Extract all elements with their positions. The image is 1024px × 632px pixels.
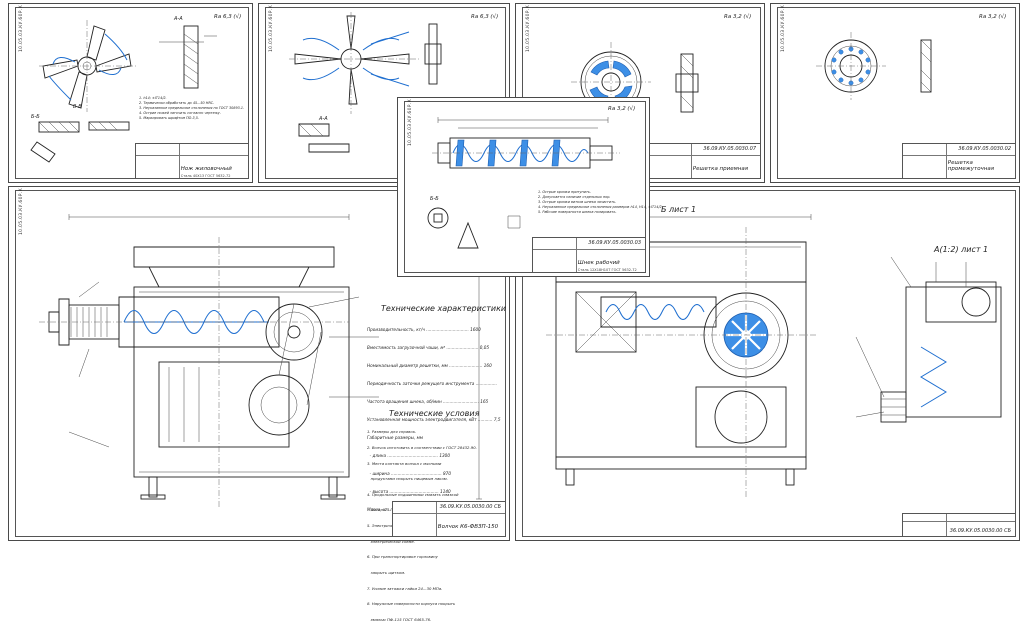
roughness-mark: Ra 6,3 (√) — [471, 14, 499, 20]
condition-line: эмалью ПФ-115 ГОСТ 6465-76. — [367, 616, 432, 622]
drawing-code: 36.09.КУ.05.0030.07 — [703, 146, 756, 152]
spec-line: Установленная мощность электродвигателя,… — [367, 417, 501, 422]
part-title: Шнек рабочий — [577, 260, 620, 266]
spec-line: Периодичность заточки режущего инструмен… — [367, 381, 497, 386]
part-title: Нож жиловочный — [180, 166, 232, 172]
view-label: Б лист 1 — [661, 205, 697, 214]
tech-specs-lines: Производительность, кг/ч ...............… — [367, 315, 501, 525]
spec-line: Вместимость загрузочной чаши, м³ .......… — [367, 345, 490, 350]
condition-line: 4. Продольные подшипники смазать смазкой — [367, 491, 459, 497]
spec-line: Частота вращения шнека, об/мин .........… — [367, 399, 489, 404]
title-block: 36.09.КУ.05.0030.02 Решетка промежуточна… — [902, 143, 1016, 179]
tech-conditions-heading: Технические условия — [389, 409, 480, 418]
condition-line: закрыть щитком. — [367, 569, 406, 575]
condition-line: 8. Наружные поверхности корпуса покрыть — [367, 601, 456, 607]
condition-line: 2. Волчок изготовить в соответствии с ГО… — [367, 445, 477, 451]
sheet-frame — [777, 7, 1016, 179]
section-label: А-А — [319, 116, 328, 122]
part-title: Решетка промежуточная — [947, 160, 995, 172]
sheet-frame — [15, 190, 506, 537]
spec-line: - длина ................................… — [367, 453, 451, 458]
condition-line: электрической схеме. — [367, 538, 415, 544]
drawing-code: 36.09.КУ.05.0030.03 — [588, 240, 641, 246]
roughness-mark: Ra 3,2 (√) — [608, 106, 636, 112]
view-label: А(1:2) лист 1 — [934, 245, 989, 254]
condition-line: 3. Места контакта волчка с мясными — [367, 460, 442, 466]
spec-line: - высота ...............................… — [367, 489, 451, 494]
section-label: Б-Б — [430, 196, 439, 202]
drawing-sheet-grid-intermediate: 10.05.03.КУ.60Р.К Ra 3,2 (√) 36.09.КУ.05… — [770, 3, 1020, 183]
grid-intermediate-drawing — [816, 32, 932, 100]
roughness-mark: Ra 3,2 (√) — [724, 14, 752, 20]
sheet-frame — [522, 190, 1016, 537]
title-block: 36.09.КУ.05.0030.00 СБ Волчок К6-ФВЗП-15… — [392, 501, 506, 537]
roughness-mark: Ra 6,3 (√) — [214, 14, 242, 20]
assembly-drawing — [39, 214, 482, 507]
title-block: 36.09.КУ.05.0030.07 Решетка приемная — [647, 143, 761, 179]
sheet-frame — [15, 7, 249, 179]
title-block: 36.09.КУ.05.0030.00 СБ — [902, 513, 1016, 537]
view-b-drawing — [545, 214, 1002, 497]
drawing-code: 36.09.КУ.05.0030.02 — [958, 146, 1011, 152]
title-block: 36.09.КУ.05.0030.03 Шнек рабочий Сталь 1… — [532, 237, 646, 273]
condition-line: 7. Усилие затяжки гайки 24...30 МПа. — [367, 585, 443, 591]
drawing-sheet-knife: 10.05.03.КУ.60Р.К Ra 6,3 (√) А-А Б-Б В-В… — [8, 3, 253, 183]
spec-line: Производительность, кг/ч ...............… — [367, 327, 481, 332]
screw-drawing — [427, 117, 620, 249]
part-material: Сталь 12Х18Н10Т ГОСТ 5632-72 — [577, 268, 637, 272]
drawing-code: 36.09.КУ.05.0030.00 СБ — [439, 504, 501, 510]
part-title: Решетка приемная — [692, 166, 749, 172]
tech-specs-heading: Технические характеристики — [381, 304, 507, 313]
spec-line: Габаритные размеры, мм — [367, 435, 423, 440]
drawing-code: 36.09.КУ.05.0030.00 СБ — [949, 528, 1011, 534]
notes-text: 1. Острые кромки притупить. 2. Допускает… — [538, 190, 663, 214]
sheet-frame — [265, 7, 506, 179]
section-label: А-А — [174, 16, 183, 22]
drawing-sheet-screw: 10.05.03.КУ.60Р.К Ra 3,2 (√) Б-Б 1. Остр… — [397, 97, 663, 277]
drawing-sheet-assembly: 10.05.03.КУ.60Р.К — [8, 186, 510, 622]
part-material: Сталь 40Х13 ГОСТ 5632-72 — [180, 174, 231, 178]
knife-drawing — [30, 20, 217, 163]
title-block: Нож жиловочный Сталь 40Х13 ГОСТ 5632-72 — [135, 143, 249, 179]
condition-line: продуктами покрыть пищевым лаком. — [367, 476, 448, 482]
sheet-frame — [404, 101, 646, 273]
cross-knife-drawing — [289, 12, 442, 153]
spec-line: Номинальный диаметр решетки, мм ........… — [367, 363, 492, 368]
roughness-mark: Ra 3,2 (√) — [979, 14, 1007, 20]
condition-line: 6. При транспортировке горловину — [367, 554, 438, 560]
section-label: Б-Б — [31, 114, 40, 120]
spec-line: - ширина ...............................… — [367, 471, 451, 476]
notes-text: 1. h14; ±IT14/2. 2. Термически обработат… — [139, 96, 245, 120]
condition-line: 1. Размеры для справок. — [367, 429, 417, 435]
part-title: Волчок К6-ФВЗП-150 — [437, 524, 499, 530]
